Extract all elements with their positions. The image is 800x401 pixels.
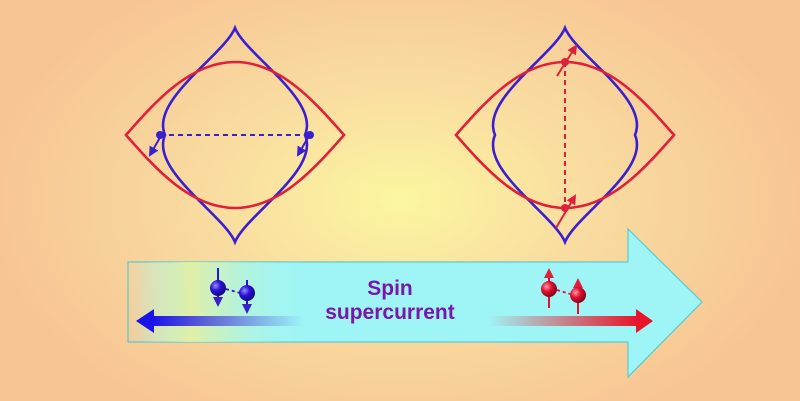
blue-spin-pair-icon bbox=[210, 268, 255, 314]
caption-line-supercurrent: supercurrent bbox=[325, 301, 455, 324]
right-red-arrow-icon bbox=[488, 309, 653, 333]
left-panel bbox=[124, 24, 346, 246]
left-spin-arrow-a-icon bbox=[149, 133, 163, 157]
right-panel bbox=[454, 24, 676, 246]
left-blue-contour bbox=[161, 24, 309, 246]
left-point-a bbox=[156, 131, 164, 139]
caption-line-spin: Spin bbox=[367, 277, 413, 300]
red-spin-pair-icon bbox=[541, 268, 586, 314]
right-spin-arrow-top-icon bbox=[556, 44, 578, 77]
left-red-contour bbox=[124, 60, 346, 210]
right-red-contour bbox=[454, 60, 676, 210]
blue-pair-glow bbox=[140, 262, 310, 342]
left-spin-arrow-b-icon bbox=[297, 133, 311, 157]
right-spin-arrow-bottom-icon bbox=[555, 194, 577, 229]
right-blue-contour bbox=[491, 24, 639, 246]
left-blue-arrow-icon bbox=[136, 309, 304, 333]
